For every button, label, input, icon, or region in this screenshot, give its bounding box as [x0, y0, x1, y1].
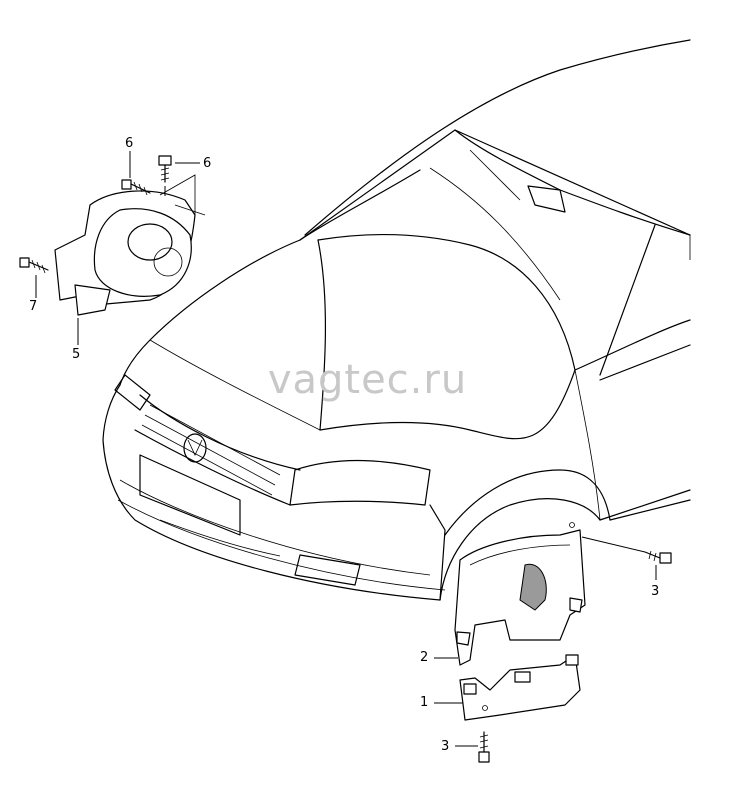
callout-1: 1	[420, 695, 429, 710]
engine-cover-part-5	[54, 174, 206, 316]
car-body	[102, 39, 691, 601]
callout-6-upper: 6	[125, 136, 134, 151]
noise-insulation-part-1	[459, 654, 581, 721]
bolt-7	[19, 257, 49, 274]
callout-3-right: 3	[651, 584, 660, 599]
callout-3-bottom: 3	[441, 739, 450, 754]
callout-2: 2	[420, 650, 429, 665]
callout-6-right: 6	[203, 156, 212, 171]
leader-lines	[35, 151, 657, 747]
bolt-6b	[158, 155, 172, 183]
screw-3a	[644, 550, 672, 564]
screw-3b	[478, 731, 490, 763]
callout-7: 7	[29, 299, 38, 314]
watermark: vagtec.ru	[267, 357, 468, 403]
wheelhouse-liner-part-2	[454, 529, 586, 666]
bolt-6a	[121, 179, 151, 196]
callout-5: 5	[72, 347, 81, 362]
